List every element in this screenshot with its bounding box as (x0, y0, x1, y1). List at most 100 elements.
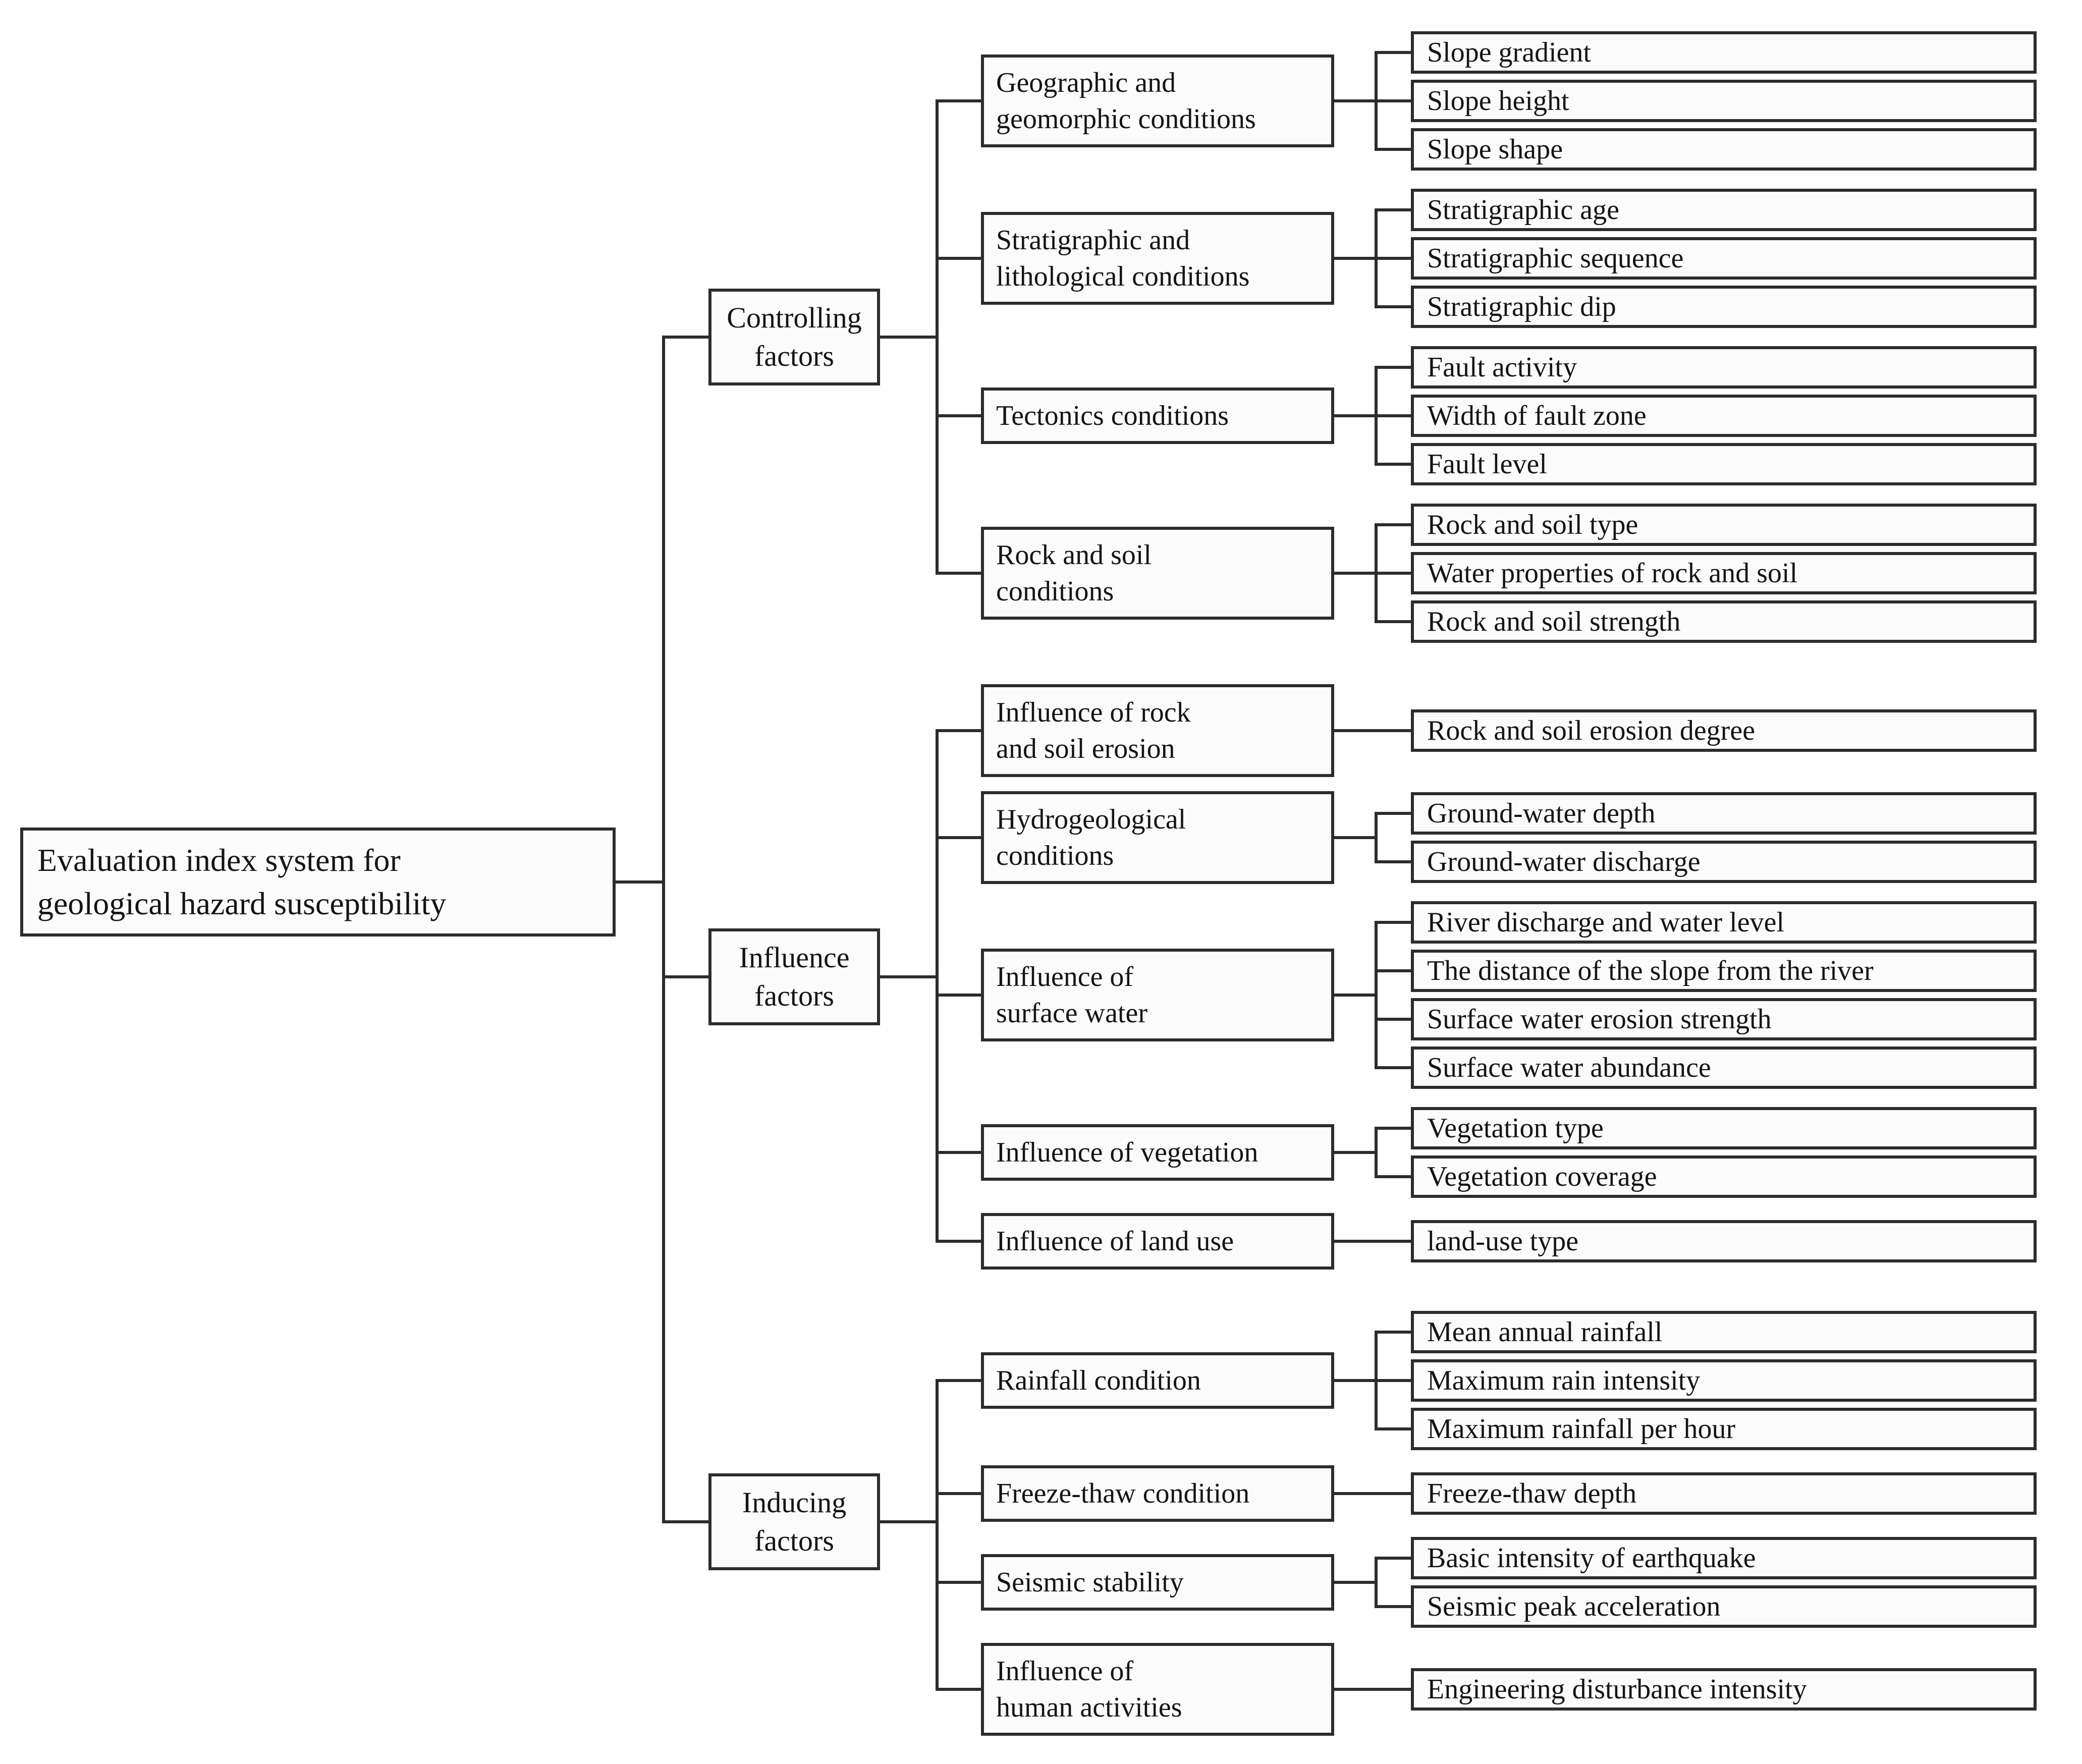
leaves-column: Freeze-thaw depth (1334, 1469, 2037, 1518)
indicator-box: The distance of the slope from the river (1411, 950, 2037, 992)
mid-node: Influence of rock and soil erosion Rock … (981, 684, 2037, 777)
leaf-branch: Rock and soil strength (1375, 597, 2037, 646)
indicator-box: Water properties of rock and soil (1411, 552, 2037, 594)
leaf-branch: Surface water abundance (1375, 1043, 2037, 1092)
leaf-branch: Basic intensity of earthquake (1375, 1534, 2037, 1582)
indicator-box: Vegetation coverage (1411, 1155, 2037, 1198)
mid-node: Influence of land use land-use type (981, 1213, 2037, 1270)
indicator-box: Rock and soil erosion degree (1411, 709, 2037, 752)
indicator-box: Ground-water discharge (1411, 841, 2037, 883)
leaf-branch: River discharge and water level (1375, 898, 2037, 947)
mid-branch: Seismic stability Basic intensity of ear… (936, 1528, 2037, 1637)
geographic-geomorphic-conditions-box: Geographic and geomorphic conditions (981, 54, 1334, 147)
mid-node: Tectonics conditions Fault activity Widt… (981, 343, 2037, 488)
leaf-branch: Maximum rain intensity (1375, 1356, 2037, 1405)
mid-branch: Freeze-thaw condition Freeze-thaw depth (936, 1459, 2037, 1528)
indicator-box: Surface water erosion strength (1411, 998, 2037, 1040)
mid-node: Rainfall condition Mean annual rainfall … (981, 1308, 2037, 1453)
indicator-box: land-use type (1411, 1220, 2037, 1262)
leaf-branch: Slope gradient (1375, 28, 2037, 77)
indicator-box: Ground-water depth (1411, 792, 2037, 835)
indicator-box: Surface water abundance (1411, 1046, 2037, 1089)
leaf-branch: The distance of the slope from the river (1375, 947, 2037, 995)
stratigraphic-lithological-conditions-box: Stratigraphic and lithological condition… (981, 212, 1334, 305)
mids-column: Geographic and geomorphic conditions Slo… (880, 22, 2037, 652)
leaves-column: River discharge and water level The dist… (1334, 898, 2037, 1092)
hydrogeological-conditions-box: Hydrogeological conditions (981, 791, 1334, 884)
group-branch: Controlling factors Geographic and geomo… (662, 9, 2037, 665)
leaves-column: Vegetation type Vegetation coverage (1334, 1104, 2037, 1201)
leaves-column: Basic intensity of earthquake Seismic pe… (1334, 1534, 2037, 1631)
leaf-branch: Engineering disturbance intensity (1375, 1665, 2037, 1714)
mid-branch: Geographic and geomorphic conditions Slo… (936, 22, 2037, 180)
indicator-box: Slope height (1411, 80, 2037, 122)
indicator-box: Fault activity (1411, 346, 2037, 389)
influence-of-surface-water-box: Influence of surface water (981, 949, 1334, 1041)
leaf-branch: Rock and soil erosion degree (1375, 706, 2037, 755)
leaf-branch: Water properties of rock and soil (1375, 549, 2037, 597)
leaf-branch: Vegetation coverage (1375, 1152, 2037, 1201)
mid-node: Influence of human activities Engineerin… (981, 1643, 2037, 1736)
mid-branch: Hydrogeological conditions Ground-water … (936, 783, 2037, 892)
group-node: Influence factors Influence of rock and … (708, 678, 2037, 1276)
leaf-branch: Width of fault zone (1375, 392, 2037, 440)
leaf-branch: Stratigraphic age (1375, 186, 2037, 234)
leaves-column: Rock and soil erosion degree (1334, 706, 2037, 755)
mid-branch: Tectonics conditions Fault activity Widt… (936, 337, 2037, 494)
leaf-branch: Fault activity (1375, 343, 2037, 392)
leaves-column: Mean annual rainfall Maximum rain intens… (1334, 1308, 2037, 1453)
indicator-box: Slope gradient (1411, 31, 2037, 74)
indicator-box: Maximum rainfall per hour (1411, 1408, 2037, 1450)
indicator-box: Freeze-thaw depth (1411, 1472, 2037, 1515)
group-node: Controlling factors Geographic and geomo… (708, 22, 2037, 652)
leaf-branch: Slope height (1375, 77, 2037, 125)
leaves-column: Fault activity Width of fault zone Fault… (1334, 343, 2037, 488)
indicator-box: Mean annual rainfall (1411, 1311, 2037, 1353)
indicator-box: Engineering disturbance intensity (1411, 1668, 2037, 1711)
mid-branch: Influence of rock and soil erosion Rock … (936, 678, 2037, 783)
seismic-stability-box: Seismic stability (981, 1554, 1334, 1611)
leaf-branch: Slope shape (1375, 125, 2037, 174)
leaf-branch: land-use type (1375, 1217, 2037, 1265)
indicator-box: Vegetation type (1411, 1107, 2037, 1149)
indicator-box: River discharge and water level (1411, 901, 2037, 944)
root-box: Evaluation index system for geological h… (20, 828, 616, 936)
leaf-branch: Mean annual rainfall (1375, 1308, 2037, 1356)
controlling-factors-box: Controlling factors (708, 289, 880, 385)
influence-factors-box: Influence factors (708, 928, 880, 1025)
mid-branch: Influence of land use land-use type (936, 1207, 2037, 1276)
indicator-box: Rock and soil strength (1411, 600, 2037, 643)
mid-node: Rock and soil conditions Rock and soil t… (981, 501, 2037, 646)
leaves-column: Rock and soil type Water properties of r… (1334, 501, 2037, 646)
mid-branch: Influence of surface water River dischar… (936, 892, 2037, 1098)
indicator-box: Maximum rain intensity (1411, 1359, 2037, 1402)
leaves-column: land-use type (1334, 1217, 2037, 1265)
inducing-factors-box: Inducing factors (708, 1473, 880, 1570)
mid-node: Seismic stability Basic intensity of ear… (981, 1534, 2037, 1631)
mids-column: Influence of rock and soil erosion Rock … (880, 678, 2037, 1276)
indicator-box: Basic intensity of earthquake (1411, 1537, 2037, 1579)
leaf-branch: Ground-water depth (1375, 789, 2037, 838)
leaf-branch: Stratigraphic dip (1375, 283, 2037, 331)
group-branch: Influence factors Influence of rock and … (662, 665, 2037, 1289)
mid-branch: Influence of vegetation Vegetation type … (936, 1098, 2037, 1207)
mid-branch: Rock and soil conditions Rock and soil t… (936, 494, 2037, 652)
rock-and-soil-conditions-box: Rock and soil conditions (981, 527, 1334, 620)
rainfall-condition-box: Rainfall condition (981, 1352, 1334, 1409)
influence-of-vegetation-box: Influence of vegetation (981, 1124, 1334, 1181)
leaf-branch: Rock and soil type (1375, 501, 2037, 549)
influence-of-land-use-box: Influence of land use (981, 1213, 1334, 1270)
mid-node: Freeze-thaw condition Freeze-thaw depth (981, 1465, 2037, 1522)
mid-node: Hydrogeological conditions Ground-water … (981, 789, 2037, 886)
leaf-branch: Surface water erosion strength (1375, 995, 2037, 1043)
mid-branch: Stratigraphic and lithological condition… (936, 180, 2037, 337)
influence-of-rock-and-soil-erosion-box: Influence of rock and soil erosion (981, 684, 1334, 777)
leaf-branch: Maximum rainfall per hour (1375, 1405, 2037, 1453)
indicator-box: Rock and soil type (1411, 504, 2037, 546)
influence-of-human-activities-box: Influence of human activities (981, 1643, 1334, 1736)
tectonics-conditions-box: Tectonics conditions (981, 388, 1334, 444)
mid-node: Influence of vegetation Vegetation type … (981, 1104, 2037, 1201)
leaf-branch: Freeze-thaw depth (1375, 1469, 2037, 1518)
